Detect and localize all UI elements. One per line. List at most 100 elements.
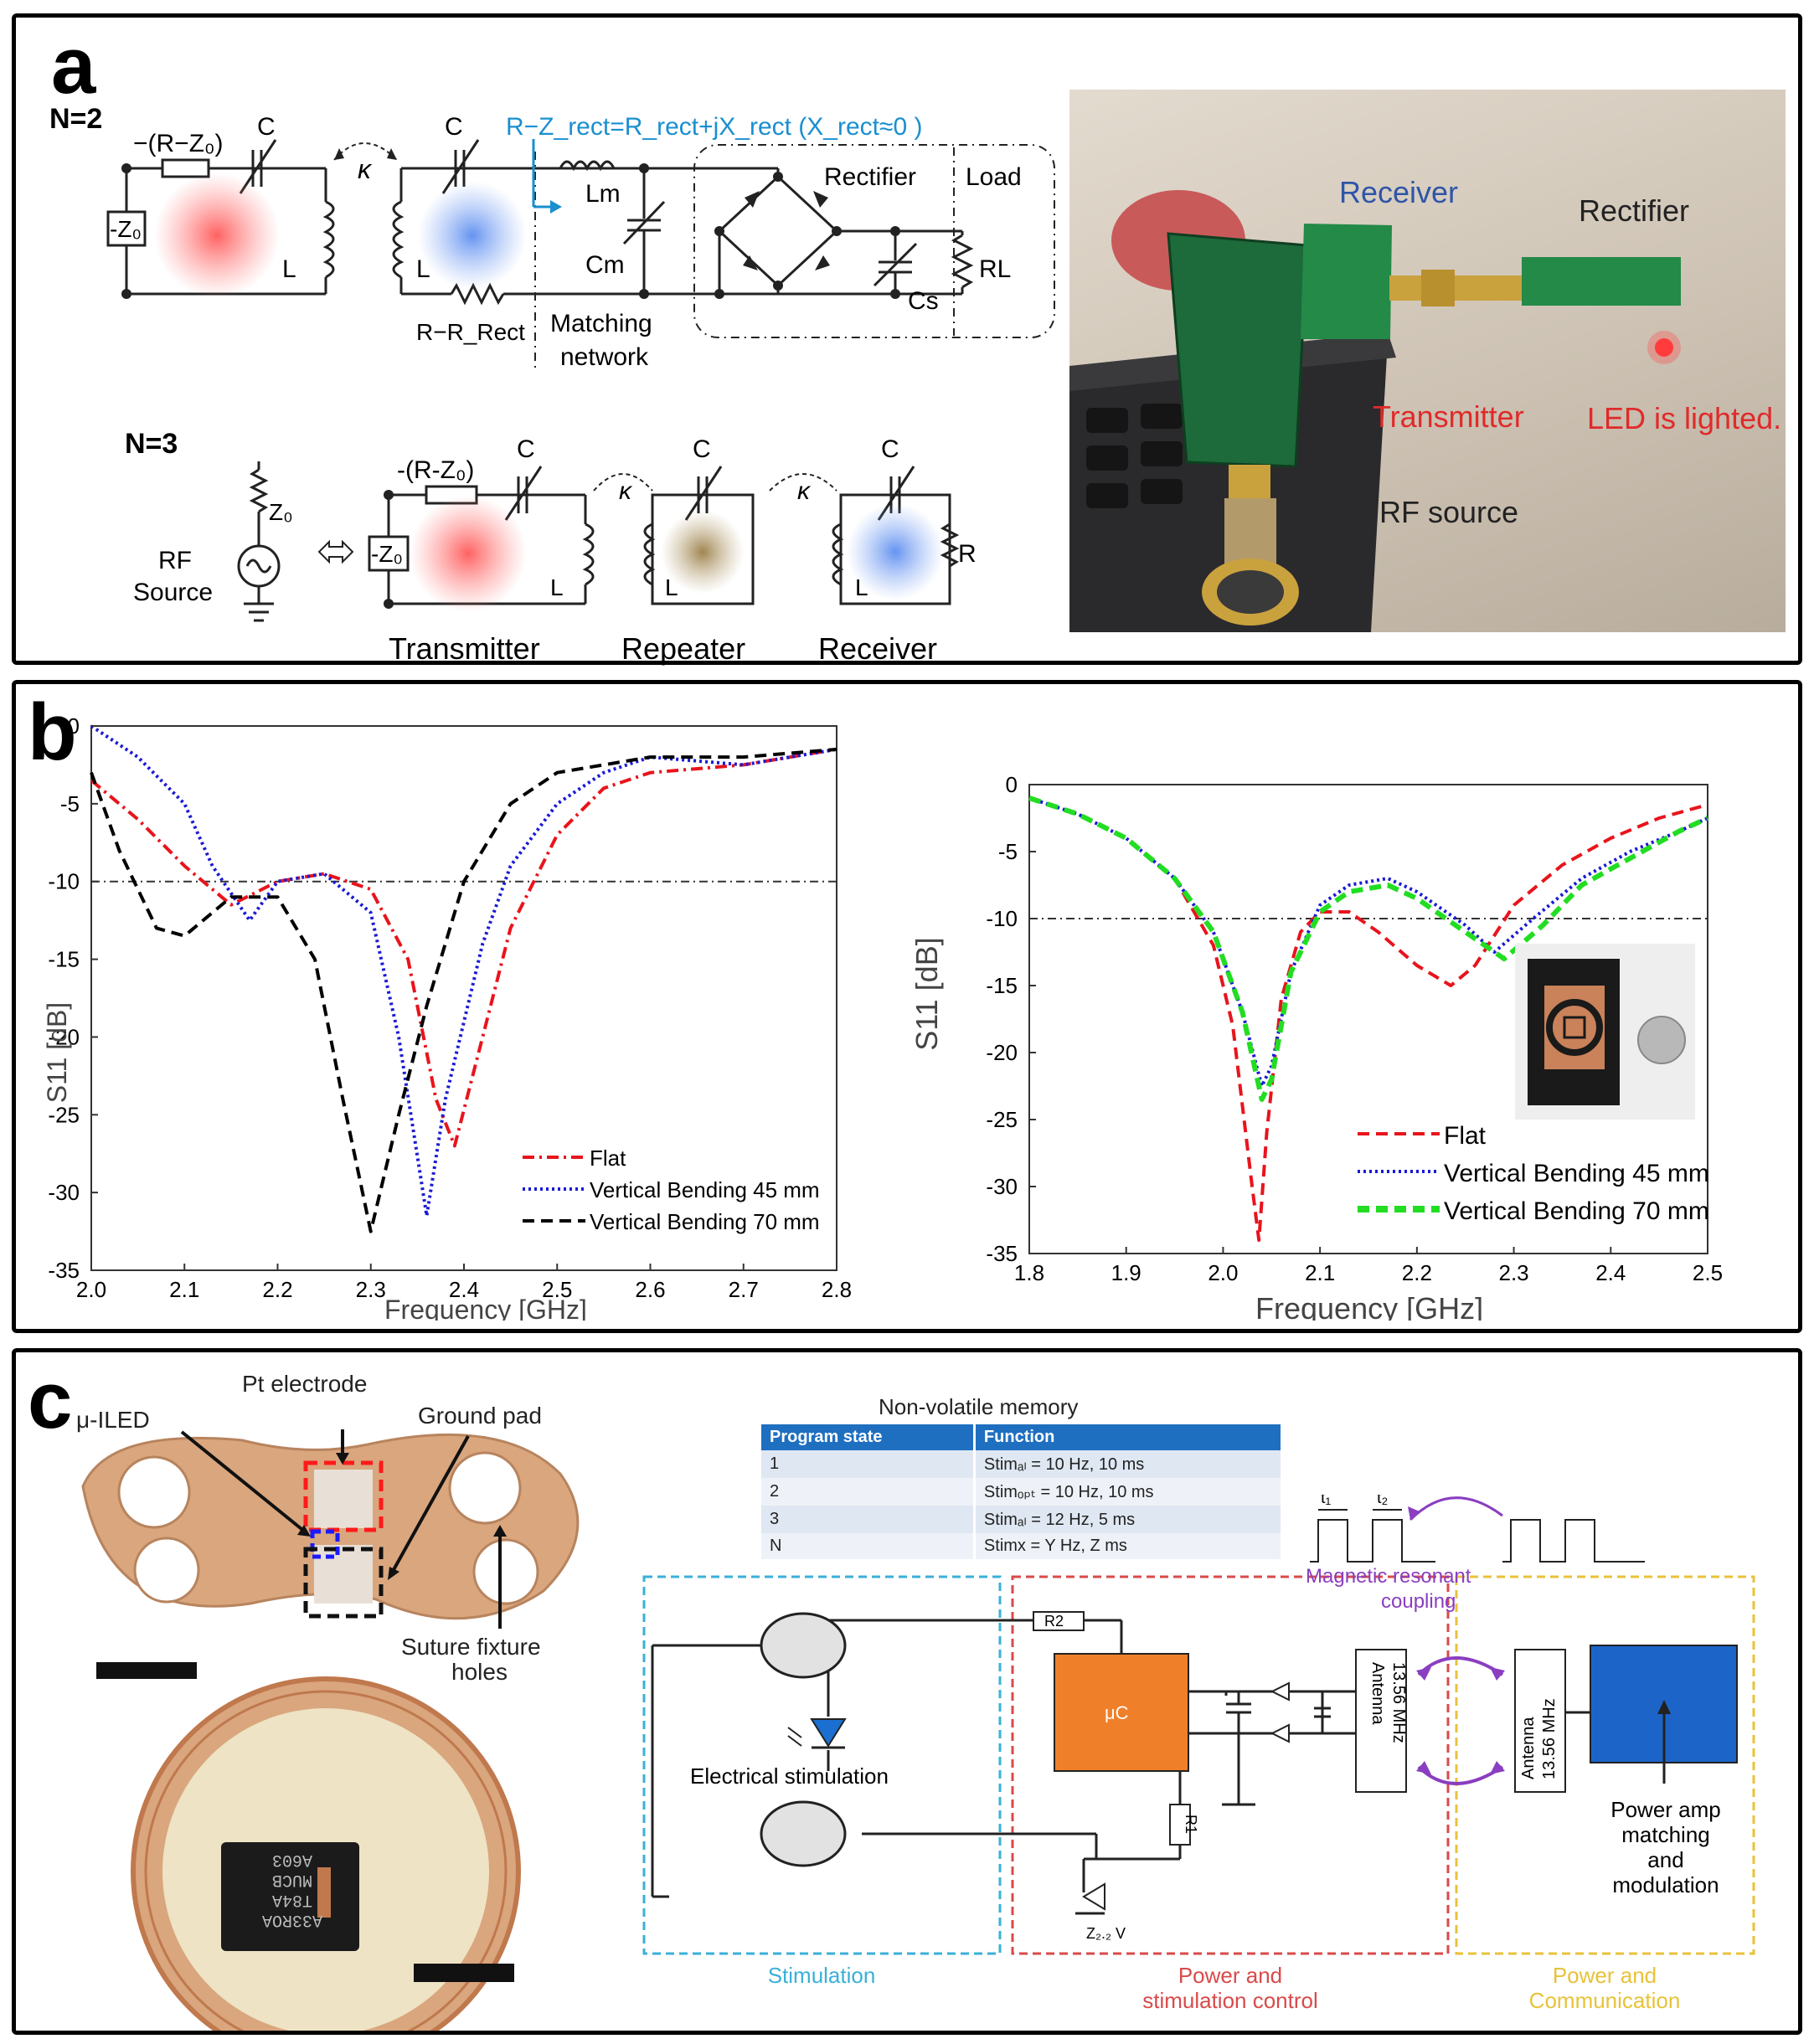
y-tick-label: -15	[48, 947, 80, 972]
n3-cap-3: C	[881, 435, 899, 463]
antenna-freq-external: 13.56 MHz	[1540, 1698, 1559, 1779]
table-cell: Stimx = Y Hz, Z ms	[983, 1537, 1127, 1555]
stimulation-label: Stimulation	[768, 1963, 876, 1988]
implant-antenna	[1355, 1649, 1407, 1793]
x-tick-label: 2.3	[356, 1277, 386, 1302]
loss-label: R−R_Rect	[416, 319, 525, 345]
legend-flat: Flat	[590, 1146, 626, 1171]
scale-bar	[96, 1662, 197, 1679]
cs-label: Cs	[908, 287, 939, 315]
power-amp-label-2: matching	[1621, 1822, 1710, 1847]
legend-flat: Flat	[1444, 1122, 1487, 1150]
antenna-freq-implant: 13.56 MHz	[1389, 1662, 1408, 1743]
red-glow-n3	[410, 495, 527, 612]
chip-line-2: MUCB	[272, 1870, 313, 1889]
table-cell: 3	[761, 1506, 976, 1533]
y-tick-label: -30	[986, 1174, 1018, 1199]
photo-rf-source-label: RF source	[1379, 495, 1519, 529]
power-stim-region	[1011, 1575, 1450, 1955]
n3-coupling-2: κ	[797, 477, 812, 505]
photo-transmitter-label: Transmitter	[1373, 399, 1524, 434]
y-tick-label: -20	[986, 1040, 1018, 1065]
electrode-bottom	[760, 1800, 847, 1867]
cm-label: Cm	[585, 251, 625, 279]
repeater-label: Repeater	[621, 631, 745, 666]
x-tick-label: 2.0	[76, 1277, 106, 1302]
t1-label: t₁	[1321, 1495, 1332, 1507]
n3-z0: Z₀	[269, 499, 293, 525]
photo-receiver-label: Receiver	[1339, 175, 1459, 209]
table-cell: 1	[761, 1450, 976, 1478]
n2-cap2: C	[445, 113, 463, 141]
x-tick-label: 2.0	[1208, 1260, 1238, 1285]
rect-impedance: R−Z_rect=R_rect+jX_rect (X_rect≈0 )	[506, 113, 922, 141]
rf-label-2: Source	[133, 579, 213, 606]
memory-title: Non-volatile memory	[879, 1394, 1079, 1419]
n3-neg-r: -(R-Z₀)	[397, 456, 474, 484]
power-amp-label-3: and	[1647, 1847, 1683, 1872]
y-tick-label: -10	[48, 869, 80, 894]
power-comm-region	[1455, 1575, 1755, 1955]
n2-source: -Z₀	[110, 216, 142, 242]
table-row: 1 Stimₐₗ = 10 Hz, 10 ms	[761, 1450, 1281, 1478]
antenna-inset-photo	[1515, 944, 1695, 1120]
suture-label-2: holes	[451, 1659, 508, 1685]
n2-ind: L	[282, 255, 296, 283]
n2-cap: C	[257, 113, 276, 141]
n3-title: N=3	[125, 428, 178, 460]
memory-table: Program state Function 1 Stimₐₗ = 10 Hz,…	[761, 1424, 1281, 1559]
series-line-2	[90, 724, 837, 1218]
n3-cap-1: C	[517, 435, 535, 463]
chip-text: A33ROA T84A MUCB A603	[229, 1849, 355, 1929]
zener-label: Z₂.₂ V	[1086, 1925, 1126, 1942]
ground-pad-label: Ground pad	[418, 1403, 542, 1429]
lm-label: Lm	[585, 180, 621, 208]
y-tick-label: -10	[986, 906, 1018, 931]
y-tick-label: -5	[60, 791, 80, 816]
n2-ind2: L	[416, 255, 430, 283]
legend: Flat Vertical Bending 45 mm Vertical Ben…	[1358, 1122, 1709, 1225]
panel-c: c Pt electrode μ-ILED Ground pad Suture …	[12, 1348, 1802, 2035]
blue-glow	[418, 181, 527, 290]
n3-r: R	[958, 540, 977, 568]
photo-rectifier-label: Rectifier	[1579, 193, 1690, 228]
y-tick-label: -35	[48, 1258, 80, 1283]
series-line-3	[90, 747, 837, 1233]
x-tick-label: 2.1	[169, 1277, 199, 1302]
n2-title: N=2	[49, 103, 102, 135]
device-photos	[81, 1429, 580, 2031]
x-tick-label: 2.2	[262, 1277, 292, 1302]
pt-electrode-label: Pt electrode	[242, 1371, 368, 1397]
uiled-label: μ-ILED	[76, 1407, 150, 1433]
y-tick-label: 0	[68, 713, 80, 739]
red-glow	[154, 172, 280, 298]
table-cell: 2	[761, 1478, 976, 1506]
x-tick-label: 2.6	[635, 1277, 665, 1302]
external-antenna	[1514, 1649, 1566, 1793]
panel-b-label: b	[28, 687, 77, 777]
legend-bend70: Vertical Bending 70 mm	[590, 1209, 820, 1234]
scale-bar	[414, 1964, 514, 1982]
x-tick-label: 2.4	[449, 1277, 479, 1302]
x-tick-label: 2.4	[1595, 1260, 1626, 1285]
matching-label-2: network	[560, 343, 649, 371]
y-tick-label: 0	[1006, 772, 1018, 797]
power-amp-label-4: modulation	[1612, 1872, 1719, 1897]
y-tick-label: -25	[986, 1107, 1018, 1132]
chip-line-1: A603	[272, 1850, 313, 1869]
circuit-diagram: N=2 −(R−Z₀) C C -Z₀ L L κ R−Z_rect=R_rec…	[49, 103, 1055, 666]
header-function: Function	[983, 1428, 1055, 1446]
power-stim-label-1: Power and	[1178, 1963, 1282, 1988]
r2-label: R2	[1044, 1613, 1064, 1630]
ylabel-left: S11 [dB]	[42, 1002, 72, 1103]
x-tick-label: 1.8	[1014, 1260, 1044, 1285]
x-tick-label: 2.5	[1693, 1260, 1723, 1285]
blue-glow-n3	[847, 503, 944, 600]
chip-line-4: A33ROA	[262, 1910, 323, 1929]
system-schematic: t₁ t₂	[642, 1495, 1755, 2013]
n3-cap-2: C	[693, 435, 711, 463]
coupling-label-2: coupling	[1381, 1590, 1456, 1613]
